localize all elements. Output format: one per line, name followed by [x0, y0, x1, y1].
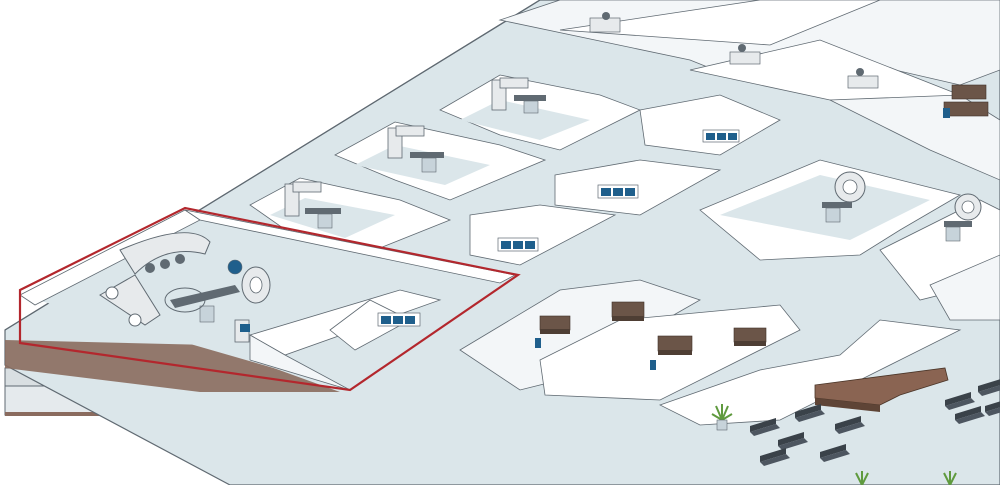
xray-machine-1	[284, 181, 341, 229]
office-cabinets	[535, 338, 656, 370]
office-desk-1	[539, 315, 571, 334]
back-room-2	[729, 44, 761, 65]
reception-counter	[814, 367, 949, 412]
office-desk-3	[657, 335, 693, 355]
workstation-icon	[234, 319, 250, 343]
ct-scanner-right-1	[822, 171, 866, 223]
waiting-chair-icon	[978, 379, 1000, 396]
waiting-chair-icon	[778, 432, 808, 450]
back-room-1	[589, 12, 621, 33]
potted-plant-icon	[855, 471, 869, 486]
potted-plant-icon	[711, 404, 733, 431]
monitor-bank-1	[702, 129, 740, 143]
waiting-chair-icon	[750, 418, 780, 436]
patient-table	[164, 285, 240, 323]
ct-scanner-icon	[227, 259, 271, 304]
office-desk-2	[611, 301, 645, 321]
waiting-chair-icon	[795, 404, 825, 422]
ct-scanner-right-2	[944, 193, 982, 242]
highlight-outline	[18, 206, 521, 392]
xray-machine-3	[491, 77, 546, 114]
monitor-bank-3	[497, 237, 539, 252]
waiting-chair-icon	[835, 416, 865, 434]
office-desk-4	[733, 327, 767, 346]
waiting-chair-icon	[955, 406, 985, 424]
monitor-bank-icon	[377, 312, 421, 327]
angiography-c-arm-icon	[99, 232, 211, 327]
waiting-chair-icon	[760, 448, 790, 466]
monitor-bank-2	[597, 184, 639, 199]
xray-machine-2	[387, 125, 444, 173]
waiting-chair-icon	[820, 444, 850, 462]
back-desk-right	[943, 84, 989, 118]
back-room-3	[847, 68, 879, 89]
waiting-chair-icon	[985, 401, 1000, 416]
potted-plant-icon	[943, 471, 957, 486]
waiting-area-chairs	[750, 379, 1000, 466]
waiting-chair-icon	[945, 392, 975, 410]
